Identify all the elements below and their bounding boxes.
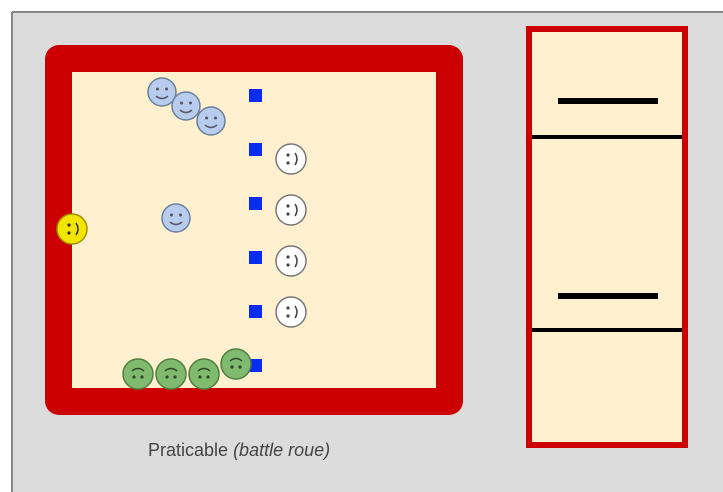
- white-player-face-icon: [275, 143, 307, 175]
- blue-player-face-icon: [161, 203, 191, 233]
- marker-group: [249, 89, 262, 372]
- side-panel: [526, 26, 688, 448]
- green-player-face-icon: [188, 358, 220, 390]
- green-player-group: [122, 348, 252, 390]
- diagram-caption: Praticable (battle roue): [148, 440, 330, 461]
- white-player-face-icon: [275, 296, 307, 328]
- yellow-player-face-icon: [56, 213, 88, 245]
- side-panel-frame: [526, 26, 688, 448]
- blue-marker: [249, 143, 262, 156]
- blue-marker: [249, 359, 262, 372]
- blue-marker: [249, 251, 262, 264]
- white-player-group: [275, 143, 307, 328]
- blue-marker: [249, 197, 262, 210]
- green-player-face-icon: [155, 358, 187, 390]
- blue-player-face-icon: [171, 91, 201, 121]
- blue-marker: [249, 305, 262, 318]
- white-player-face-icon: [275, 194, 307, 226]
- caption-main: Praticable: [148, 440, 229, 460]
- blue-player-face-icon: [147, 77, 177, 107]
- blue-marker: [249, 89, 262, 102]
- white-player-face-icon: [275, 245, 307, 277]
- blue-player-face-icon: [196, 106, 226, 136]
- green-player-face-icon: [122, 358, 154, 390]
- green-player-face-icon: [220, 348, 252, 380]
- caption-italic: (battle roue): [233, 440, 331, 460]
- platform-floor: [72, 72, 436, 388]
